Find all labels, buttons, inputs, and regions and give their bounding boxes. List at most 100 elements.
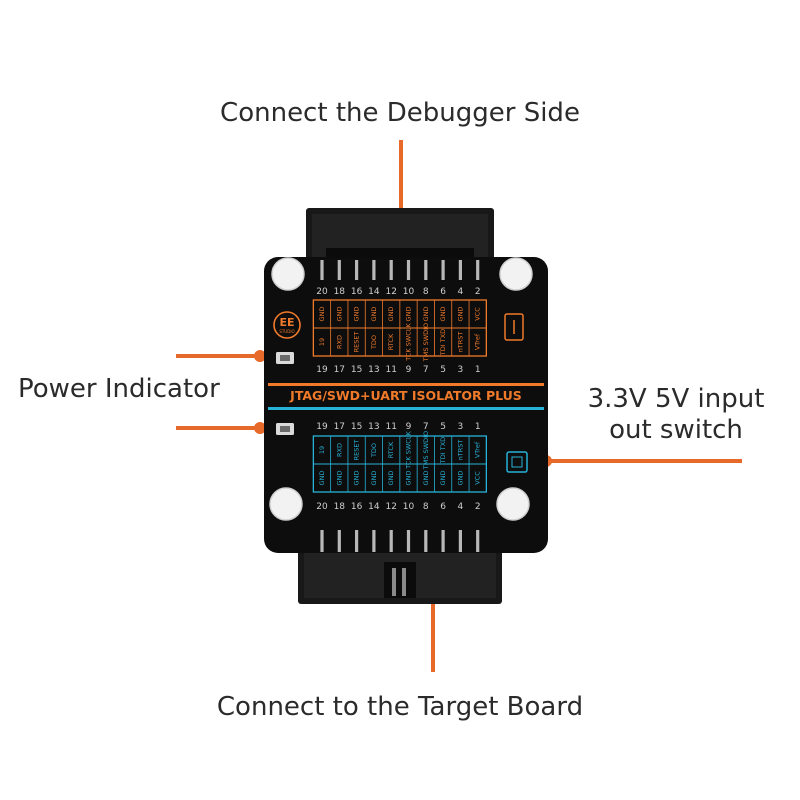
- target-header-pin: [389, 530, 393, 552]
- target-pin-number: 16: [351, 502, 363, 512]
- debugger-pin-signal: RESET: [353, 332, 361, 353]
- pcb-board: [264, 257, 548, 553]
- debugger-header-pin: [389, 260, 393, 280]
- voltage-switch-knob: [511, 456, 523, 468]
- target-pin-number: 3: [458, 422, 464, 432]
- debugger-pin-number: 2: [475, 287, 481, 297]
- target-pin-number: 17: [334, 422, 345, 432]
- debugger-pin-signal: TDO: [370, 335, 378, 350]
- power-led-debugger-side: [276, 352, 294, 364]
- debugger-header-pin: [458, 260, 462, 280]
- target-pin-number: 1: [475, 422, 481, 432]
- target-pin-number: 2: [475, 502, 481, 512]
- debugger-pin-signal: GND: [439, 307, 447, 322]
- debugger-pin-number: 5: [440, 365, 446, 375]
- debugger-header-pin: [441, 260, 445, 280]
- debugger-pin-signal: GND: [456, 307, 464, 322]
- target-pin-signal: GND: [335, 471, 343, 486]
- debugger-pin-number: 7: [423, 365, 429, 375]
- debugger-pin-number: 18: [334, 287, 346, 297]
- callout-debugger-side: Connect the Debugger Side: [220, 98, 580, 128]
- target-pin-signal: nTRST: [456, 440, 464, 461]
- standoff-top-right: [499, 257, 533, 291]
- debugger-pin-signal: nTRST: [456, 332, 464, 353]
- target-pin-signal: VCC: [474, 471, 482, 485]
- target-pin-signal: GND: [422, 471, 430, 486]
- debugger-header-pin: [372, 260, 376, 280]
- target-header-pin: [441, 530, 445, 552]
- debugger-pin-signal: GND: [405, 307, 413, 322]
- target-pin-number: 20: [316, 502, 328, 512]
- debugger-pin-number: 6: [440, 287, 446, 297]
- callout-voltage-switch-line2: out switch: [609, 415, 743, 446]
- target-pin-number: 13: [368, 422, 379, 432]
- target-pin-signal: GND: [387, 471, 395, 486]
- target-pin-signal: RTCK: [387, 441, 395, 458]
- debugger-pin-signal: GND: [335, 307, 343, 322]
- target-pin-signal: GND: [456, 471, 464, 486]
- target-header-pin: [476, 530, 480, 552]
- debugger-pin-signal: GND: [422, 307, 430, 322]
- target-pin-number: 15: [351, 422, 362, 432]
- callout-target-board: Connect to the Target Board: [216, 692, 584, 722]
- debugger-pin-signal: TMS SWDIO: [422, 323, 430, 362]
- debugger-header-pin: [355, 260, 359, 280]
- target-header-pin: [406, 530, 411, 552]
- debugger-pin-number: 8: [423, 287, 429, 297]
- target-pin-signal: TCK SWCLK: [405, 431, 413, 470]
- target-pin-number: 5: [440, 422, 446, 432]
- board-title: JTAG/SWD+UART ISOLATOR PLUS: [289, 388, 522, 403]
- debugger-pin-number: 14: [368, 287, 380, 297]
- ee-logo-sub: STUDIO: [279, 329, 294, 334]
- target-pin-number: 10: [403, 502, 415, 512]
- target-pin-number: 6: [440, 502, 446, 512]
- debugger-pin-number: 17: [334, 365, 345, 375]
- debugger-pin-number: 9: [406, 365, 412, 375]
- debugger-pin-signal: GND: [387, 307, 395, 322]
- target-pin-signal: GND: [405, 471, 413, 486]
- debugger-pin-signal: TDI TXD: [439, 329, 447, 356]
- debugger-pin-signal: RXD: [335, 335, 343, 349]
- title-band-cyan: [268, 407, 544, 410]
- target-pin-signal: TDO: [370, 443, 378, 458]
- target-connector: [298, 540, 502, 604]
- callout-voltage-switch: 3.3V 5V input out switch: [578, 384, 774, 446]
- target-pin-number: 11: [385, 422, 396, 432]
- standoff-bottom-right: [496, 487, 530, 521]
- debugger-pin-signal: 19: [318, 338, 326, 346]
- target-header-pin: [320, 530, 324, 552]
- debugger-pin-number: 16: [351, 287, 363, 297]
- ee-logo-text: EE: [279, 316, 294, 329]
- target-pin-signal: VTref: [474, 441, 482, 458]
- debugger-header-pin: [320, 260, 324, 280]
- standoff-top-left: [271, 257, 305, 291]
- target-pin-signal: GND: [439, 471, 447, 486]
- debugger-pin-number: 15: [351, 365, 362, 375]
- ee-logo: EE STUDIO: [273, 311, 301, 339]
- debugger-pin-number: 1: [475, 365, 481, 375]
- debugger-pin-number: 12: [385, 287, 396, 297]
- debugger-pin-signal: TCK SWCLK: [405, 323, 413, 362]
- debugger-pin-number: 4: [458, 287, 464, 297]
- debugger-pin-signal: GND: [318, 307, 326, 322]
- target-pin-signal: TDI TXD: [439, 437, 447, 464]
- target-pin-signal: GND: [370, 471, 378, 486]
- debugger-pin-signal: VCC: [474, 307, 482, 321]
- callout-power-indicator: Power Indicator: [18, 374, 220, 404]
- target-header-pin: [337, 530, 341, 552]
- title-band-orange: [268, 383, 544, 386]
- power-callout-dot-bottom: [254, 422, 266, 434]
- target-header-pins: [320, 530, 480, 552]
- debugger-header-pin: [476, 260, 480, 280]
- target-pin-signal: GND: [318, 471, 326, 486]
- debugger-pin-number: 3: [458, 365, 464, 375]
- debugger-header-pin: [424, 260, 428, 280]
- target-pin-number: 12: [385, 502, 396, 512]
